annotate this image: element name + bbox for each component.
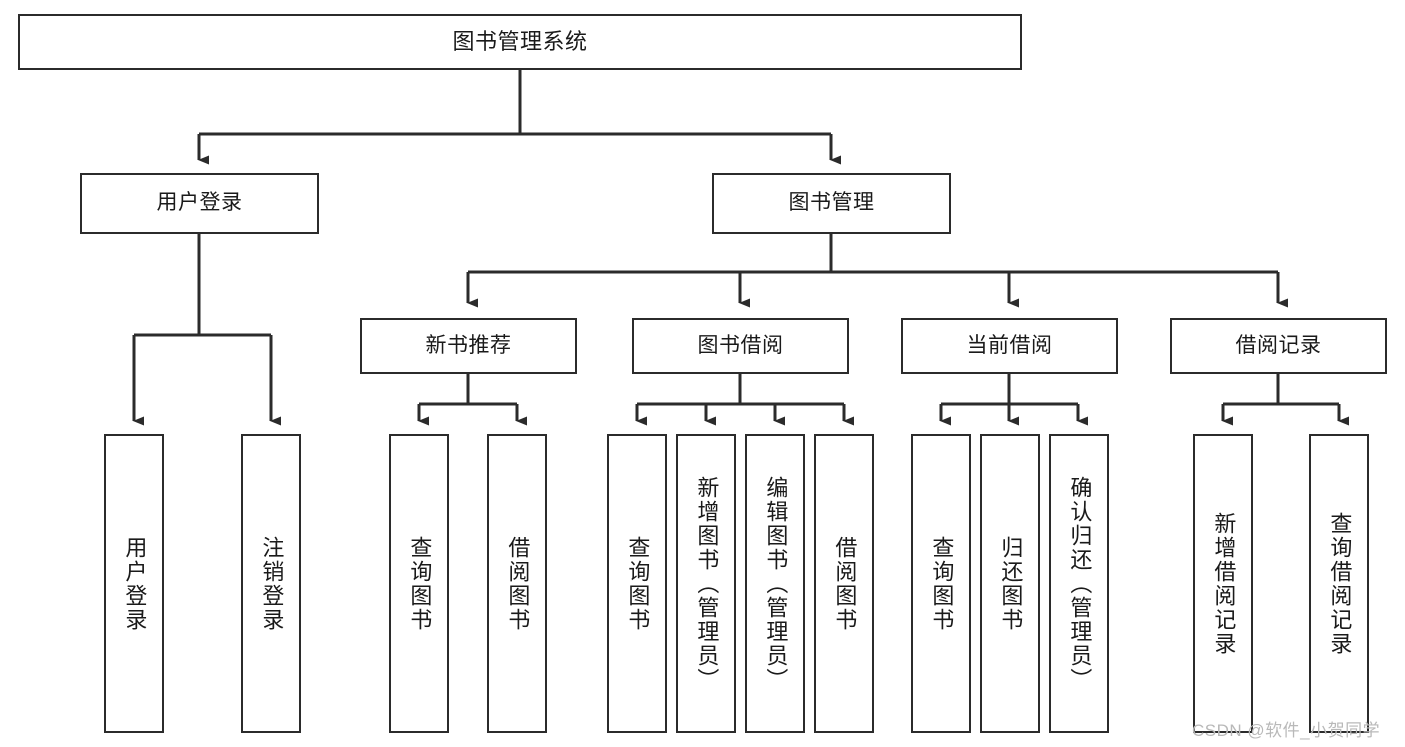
node-label: 注销登录 bbox=[259, 535, 285, 632]
node-label: 当前借阅 bbox=[966, 333, 1053, 357]
node-label: 借阅记录 bbox=[1235, 333, 1322, 357]
node-label: 确认归还（管理员） bbox=[1067, 475, 1093, 692]
leaf-new-book-query[interactable]: 查询图书 bbox=[389, 434, 449, 733]
leaf-book-borrow-edit[interactable]: 编辑图书（管理员） bbox=[745, 434, 805, 733]
node-label: 新增借阅记录 bbox=[1211, 511, 1237, 656]
leaf-user-login-logout[interactable]: 注销登录 bbox=[241, 434, 301, 733]
leaf-borrow-record-add[interactable]: 新增借阅记录 bbox=[1193, 434, 1253, 733]
node-new-book-recommend[interactable]: 新书推荐 bbox=[360, 318, 577, 374]
node-label: 编辑图书（管理员） bbox=[763, 475, 789, 692]
leaf-user-login-login[interactable]: 用户登录 bbox=[104, 434, 164, 733]
node-label: 新增图书（管理员） bbox=[694, 475, 720, 692]
node-book-borrow[interactable]: 图书借阅 bbox=[632, 318, 849, 374]
node-user-login[interactable]: 用户登录 bbox=[80, 173, 319, 234]
leaf-new-book-borrow[interactable]: 借阅图书 bbox=[487, 434, 547, 733]
node-label: 用户登录 bbox=[122, 535, 148, 632]
node-label: 图书管理 bbox=[788, 191, 875, 215]
node-root-system[interactable]: 图书管理系统 bbox=[18, 14, 1022, 70]
leaf-book-borrow-query[interactable]: 查询图书 bbox=[607, 434, 667, 733]
leaf-current-borrow-confirm-return[interactable]: 确认归还（管理员） bbox=[1049, 434, 1109, 733]
node-label: 图书管理系统 bbox=[452, 29, 588, 55]
node-label: 归还图书 bbox=[998, 535, 1024, 632]
node-borrow-record[interactable]: 借阅记录 bbox=[1170, 318, 1387, 374]
node-label: 查询图书 bbox=[407, 535, 433, 632]
node-book-manage[interactable]: 图书管理 bbox=[712, 173, 951, 234]
node-label: 借阅图书 bbox=[505, 535, 531, 632]
leaf-book-borrow-borrow[interactable]: 借阅图书 bbox=[814, 434, 874, 733]
node-label: 查询图书 bbox=[625, 535, 651, 632]
node-label: 用户登录 bbox=[156, 191, 243, 215]
leaf-book-borrow-add[interactable]: 新增图书（管理员） bbox=[676, 434, 736, 733]
node-current-borrow[interactable]: 当前借阅 bbox=[901, 318, 1118, 374]
node-label: 新书推荐 bbox=[425, 333, 512, 357]
node-label: 图书借阅 bbox=[697, 333, 784, 357]
node-label: 查询借阅记录 bbox=[1327, 511, 1353, 656]
leaf-borrow-record-query[interactable]: 查询借阅记录 bbox=[1309, 434, 1369, 733]
leaf-current-borrow-return[interactable]: 归还图书 bbox=[980, 434, 1040, 733]
csdn-watermark: CSDN @软件_小贺同学 bbox=[1192, 721, 1381, 740]
leaf-current-borrow-query[interactable]: 查询图书 bbox=[911, 434, 971, 733]
node-label: 查询图书 bbox=[929, 535, 955, 632]
node-label: 借阅图书 bbox=[832, 535, 858, 632]
